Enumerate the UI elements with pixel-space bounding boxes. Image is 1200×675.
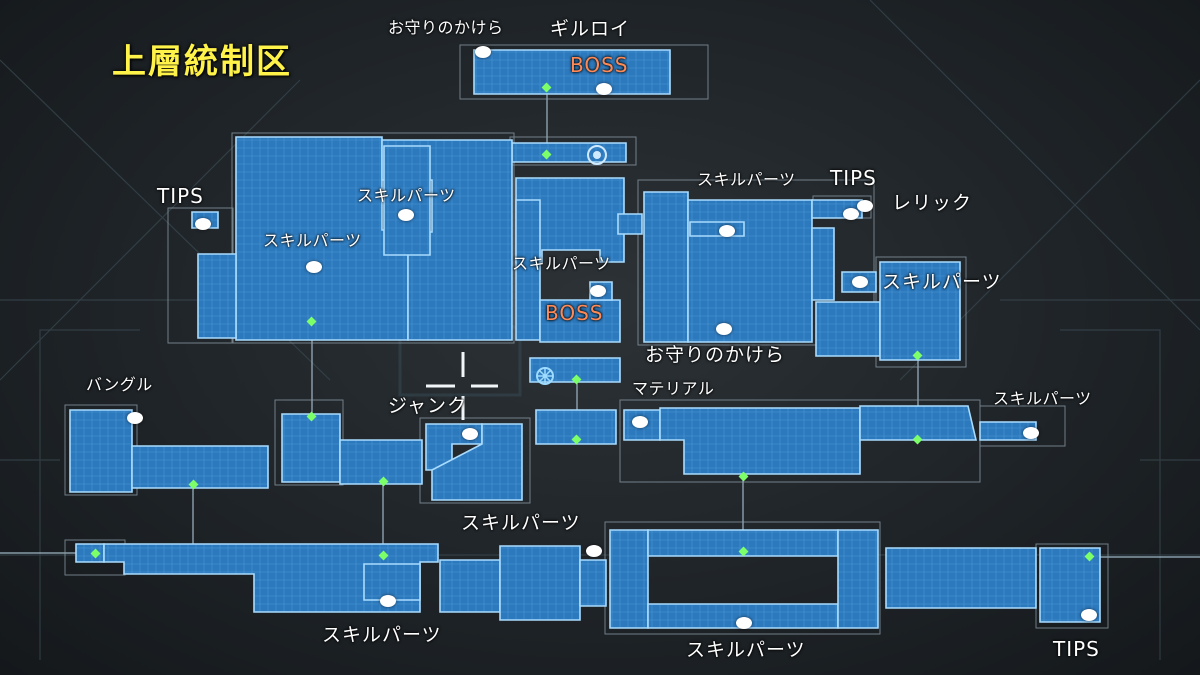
room-frames: [64, 44, 1109, 635]
item-marker-icon[interactable]: [719, 225, 735, 237]
item-marker-icon[interactable]: [716, 323, 732, 335]
label-boss-mid: BOSS: [545, 301, 604, 325]
item-marker-icon[interactable]: [852, 276, 868, 288]
item-marker-icon[interactable]: [195, 218, 211, 230]
label-omamori-mid: お守りのかけら: [645, 344, 786, 366]
item-marker-icon[interactable]: [586, 545, 602, 557]
label-junk: ジャンク: [388, 395, 468, 417]
item-marker-icon[interactable]: [462, 428, 478, 440]
label-skill-bottom-center: スキルパーツ: [461, 512, 581, 534]
item-marker-icon[interactable]: [1023, 427, 1039, 439]
label-bangle: バングル: [86, 375, 153, 394]
item-marker-icon[interactable]: [306, 261, 322, 273]
label-skill-right-top: スキルパーツ: [697, 170, 796, 189]
rooms: [69, 49, 1101, 629]
label-skill-center: スキルパーツ: [357, 186, 456, 205]
item-marker-icon[interactable]: [398, 209, 414, 221]
label-skill-bottom: スキルパーツ: [686, 639, 806, 661]
save-point-icon: [587, 145, 607, 165]
item-marker-icon[interactable]: [127, 412, 143, 424]
label-tips-right: TIPS: [830, 166, 877, 190]
item-marker-icon[interactable]: [380, 595, 396, 607]
label-relic: レリック: [892, 192, 973, 214]
label-omamori-top: お守りのかけら: [388, 18, 504, 37]
item-marker-icon[interactable]: [843, 208, 859, 220]
area-title: 上層統制区: [112, 42, 292, 82]
waypoint-nodes: [90, 82, 1095, 562]
item-marker-icon[interactable]: [596, 83, 612, 95]
item-marker-icon[interactable]: [1081, 609, 1097, 621]
label-tips-left: TIPS: [157, 184, 204, 208]
label-skill-left: スキルパーツ: [263, 231, 362, 250]
item-marker-icon[interactable]: [632, 416, 648, 428]
label-boss-name: ギルロイ: [550, 18, 631, 40]
item-marker-icon[interactable]: [736, 617, 752, 629]
item-marker-icon[interactable]: [475, 46, 491, 58]
label-skill-far-right: スキルパーツ: [993, 389, 1092, 408]
label-material: マテリアル: [632, 379, 715, 398]
item-marker-icon[interactable]: [857, 200, 873, 212]
label-tips-bottom: TIPS: [1053, 637, 1100, 661]
label-skill-bottom-left: スキルパーツ: [322, 624, 442, 646]
item-marker-icon[interactable]: [590, 285, 606, 297]
label-skill-right: スキルパーツ: [882, 271, 1002, 293]
save-point-icon: [536, 367, 554, 385]
label-skill-mid: スキルパーツ: [512, 254, 611, 273]
center-crosshair-icon: [426, 352, 498, 420]
label-boss-top: BOSS: [570, 53, 629, 77]
